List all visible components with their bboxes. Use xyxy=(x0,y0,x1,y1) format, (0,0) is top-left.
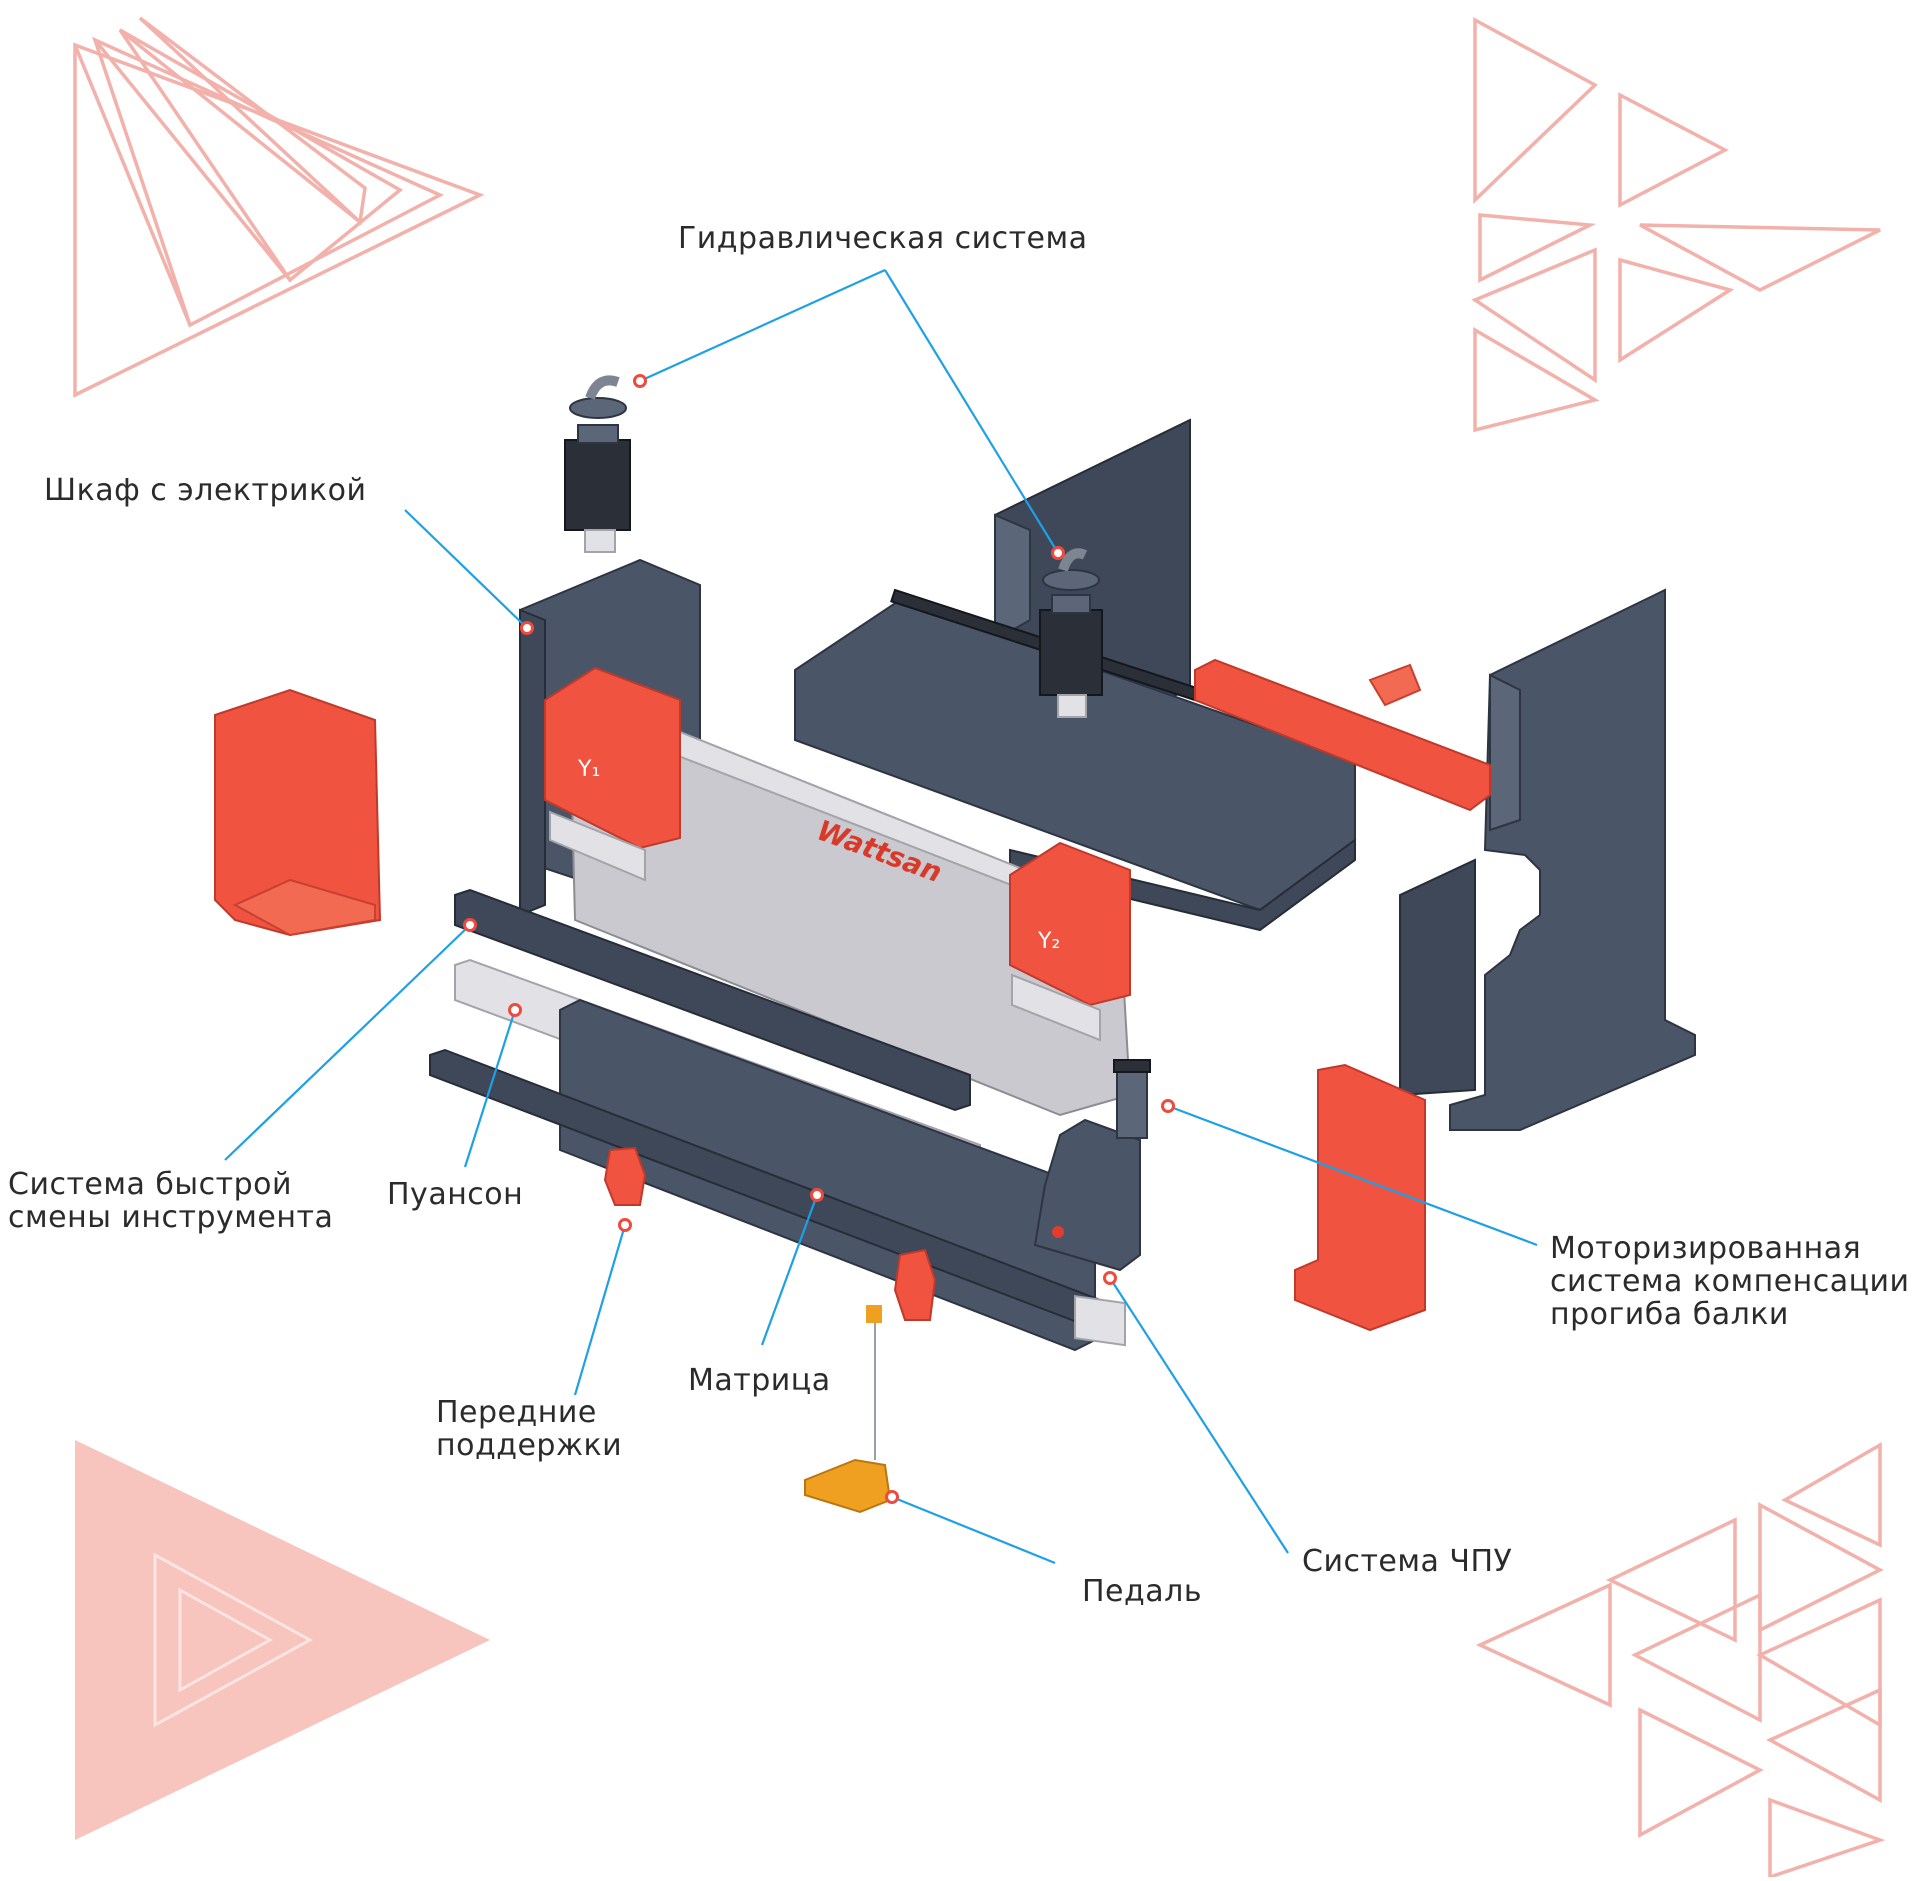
label-hydraulic-system: Гидравлическая система xyxy=(678,222,1088,255)
label-pedal-text: Педаль xyxy=(1082,1574,1202,1609)
front-support-left xyxy=(603,1146,647,1206)
label-electrical-cabinet: Шкаф с электрикой xyxy=(44,474,367,507)
cylinder-right-label: Y₂ xyxy=(1037,929,1060,954)
tool-change-dot xyxy=(463,918,477,932)
cnc-dot xyxy=(1103,1271,1117,1285)
foot-pedal xyxy=(804,1458,892,1514)
press-brake-illustration: Wattsan Y₁ Y₂ xyxy=(214,375,1696,1514)
right-guard xyxy=(1294,1063,1426,1332)
cylinder-left xyxy=(544,666,681,850)
label-crowning-system: Моторизированная система компенсации про… xyxy=(1550,1232,1910,1331)
cnc-pendant xyxy=(1033,1118,1141,1272)
hydraulic-dot-1 xyxy=(633,374,647,388)
label-pedal: Педаль xyxy=(1082,1575,1202,1608)
hydraulic-dot-2 xyxy=(1051,546,1065,560)
backgauge-rail xyxy=(1194,658,1491,812)
label-cnc-system: Система ЧПУ xyxy=(1302,1545,1512,1578)
label-cnc-text: Система ЧПУ xyxy=(1302,1544,1513,1579)
cylinder-left-label: Y₁ xyxy=(577,757,600,782)
label-die: Матрица xyxy=(688,1364,831,1397)
label-front-supports-line2: поддержки xyxy=(436,1428,623,1463)
pedal-dot xyxy=(885,1490,899,1504)
punch-dot xyxy=(508,1003,522,1017)
right-side-panel xyxy=(1399,858,1476,1097)
label-punch: Пуансон xyxy=(387,1178,523,1211)
right-side-frame xyxy=(1449,588,1696,1131)
cylinder-right xyxy=(1009,841,1131,1007)
callout-lines xyxy=(224,268,1538,1565)
crowning-motor xyxy=(1116,1067,1148,1139)
label-die-text: Матрица xyxy=(688,1363,831,1398)
label-punch-text: Пуансон xyxy=(387,1177,524,1212)
label-crowning-line2: система компенсации xyxy=(1550,1264,1910,1299)
decor-bottom-left-triangles xyxy=(75,1440,490,1840)
label-tool-change-line2: смены инструмента xyxy=(8,1200,334,1235)
decor-top-right-triangles xyxy=(1471,17,1881,433)
hydraulic-motor-top xyxy=(564,375,631,553)
label-crowning-line3: прогиба балки xyxy=(1550,1297,1789,1332)
label-quick-tool-change: Система быстрой смены инструмента xyxy=(8,1168,333,1234)
hydraulic-motor-right xyxy=(1039,548,1103,718)
crowning-dot xyxy=(1161,1099,1175,1113)
label-crowning-line1: Моторизированная xyxy=(1550,1231,1862,1266)
callout-dots xyxy=(463,374,1175,1504)
label-hydraulic-text: Гидравлическая система xyxy=(678,221,1088,256)
front-support-right xyxy=(893,1248,937,1321)
cabinet-dot xyxy=(520,621,534,635)
label-cabinet-text: Шкаф с электрикой xyxy=(44,473,367,508)
decor-bottom-right-triangles xyxy=(1475,1441,1886,1880)
tool-clamp-row xyxy=(454,888,971,1112)
label-front-supports-line1: Передние xyxy=(436,1395,597,1430)
label-front-supports: Передние поддержки xyxy=(436,1396,622,1462)
label-tool-change-line1: Система быстрой xyxy=(8,1167,292,1202)
die-dot xyxy=(810,1188,824,1202)
front-supports-dot xyxy=(618,1218,632,1232)
decor-top-left-triangles xyxy=(73,16,485,398)
